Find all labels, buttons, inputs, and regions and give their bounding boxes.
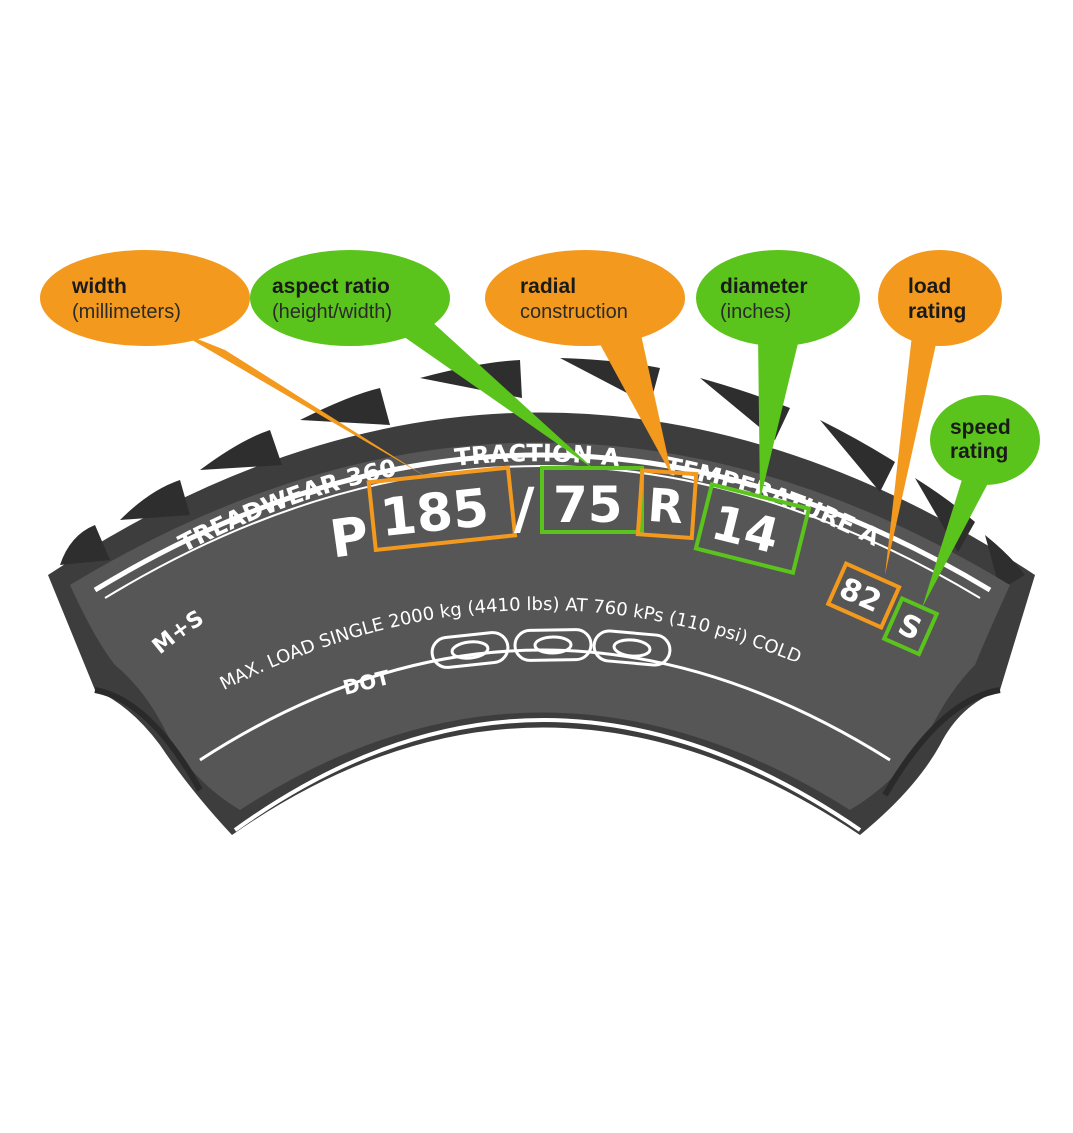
- tire-left-shoulder: [94, 687, 203, 792]
- slash-text: /: [514, 477, 535, 542]
- callout-pointers: [175, 320, 995, 608]
- radial-title: radial: [520, 275, 576, 298]
- callout-radial: radial construction: [485, 250, 685, 346]
- tire-stripe-top: [93, 452, 992, 593]
- tire-right-shoulder: [882, 687, 1001, 797]
- width-value: 185: [378, 478, 492, 549]
- radial-subtitle: construction: [520, 301, 628, 323]
- speed-pointer: [922, 470, 995, 608]
- diameter-pointer: [758, 335, 800, 500]
- width-subtitle: (millimeters): [72, 301, 181, 323]
- width-box: [366, 465, 518, 553]
- tire-stripe-bottom: [233, 718, 862, 832]
- load-title: load: [908, 275, 951, 298]
- radial-box: [635, 468, 699, 541]
- callout-diameter: diameter (inches): [696, 250, 860, 346]
- width-pointer: [175, 330, 428, 478]
- tire-sidewall: [48, 358, 1035, 835]
- aspect-subtitle: (height/width): [272, 301, 392, 323]
- speed-box: [881, 595, 940, 657]
- aspect-value: 75: [553, 476, 623, 534]
- load-box: [825, 560, 902, 631]
- radial-pointer: [595, 330, 672, 476]
- callout-load: load rating: [878, 250, 1002, 346]
- load-pointer: [885, 335, 938, 575]
- tire-wall-main: [70, 442, 1010, 810]
- callout-speed: speed rating: [930, 395, 1040, 485]
- diameter-title: diameter: [720, 275, 808, 298]
- speed-subtitle: rating: [950, 440, 1008, 463]
- aspect-pointer: [380, 320, 595, 470]
- callout-aspect-ratio: aspect ratio (height/width): [250, 250, 450, 346]
- width-title: width: [71, 275, 127, 298]
- speed-title: speed: [950, 416, 1011, 439]
- prefix-p: P: [326, 506, 372, 571]
- radial-value: R: [646, 478, 685, 534]
- load-subtitle: rating: [908, 300, 966, 323]
- aspect-title: aspect ratio: [272, 275, 390, 298]
- tire-stripe-lower: [199, 648, 891, 762]
- callout-width: width (millimeters): [40, 250, 250, 346]
- dot-code-ovals: [430, 628, 672, 669]
- diameter-subtitle: (inches): [720, 301, 791, 323]
